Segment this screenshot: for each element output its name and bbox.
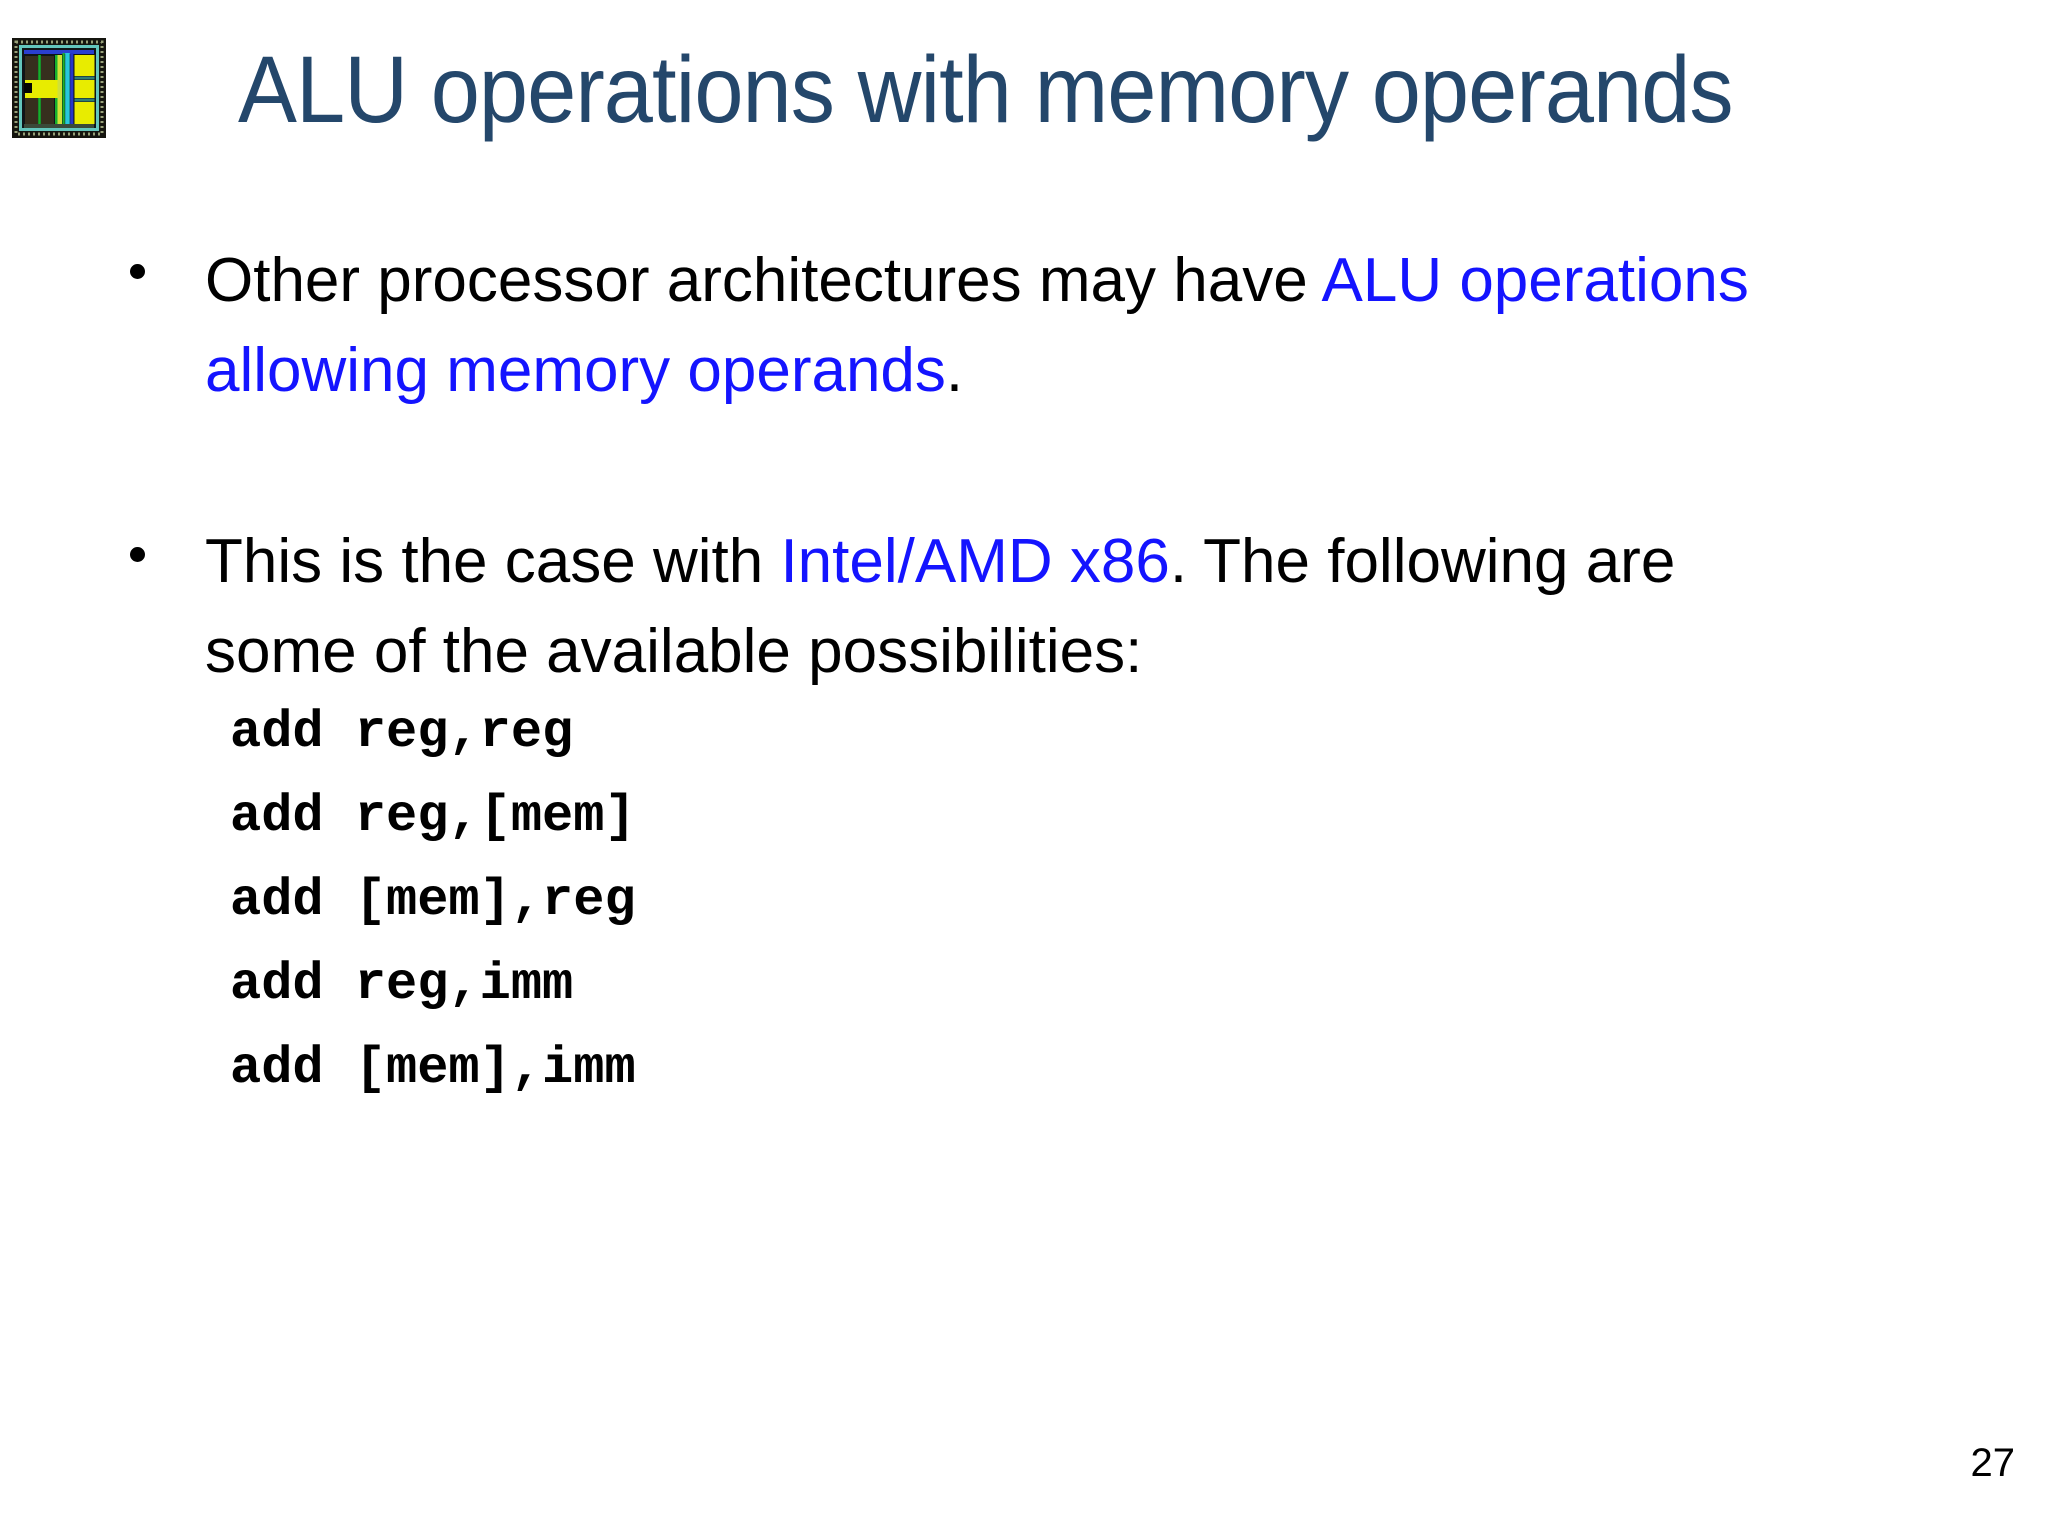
text-line: some of the available possibilities:: [205, 607, 1965, 697]
body-text: some of the available possibilities:: [205, 617, 1143, 686]
body-text: . The following are: [1169, 527, 1676, 596]
bullet-marker: [130, 547, 145, 562]
text-line: allowing memory operands.: [205, 326, 1965, 416]
body-text: Other processor architectures may have: [205, 246, 1322, 315]
code-line: add reg,imm: [230, 955, 574, 1014]
code-line: add [mem],imm: [230, 1039, 636, 1098]
body-text: .: [945, 336, 964, 405]
highlight-text: ALU operations: [1321, 246, 1749, 315]
chip-die-graphic: [12, 38, 106, 138]
chip-die-icon: [12, 38, 106, 138]
text-line: This is the case with Intel/AMD x86. The…: [205, 517, 1965, 607]
text-line: Other processor architectures may have A…: [205, 236, 1965, 326]
code-line: add [mem],reg: [230, 871, 636, 930]
highlight-text: allowing memory operands: [205, 336, 946, 405]
page-number: 27: [1970, 1441, 2016, 1485]
page-title: ALU operations with memory operands: [238, 37, 1734, 143]
bullet-marker: [130, 264, 145, 279]
highlight-text: Intel/AMD x86: [780, 527, 1170, 596]
code-listing: add reg,reg add reg,[mem] add [mem],reg add…: [230, 691, 636, 1111]
bullet-item-other-architectures: Other processor architectures may have A…: [205, 236, 1965, 416]
code-line: add reg,[mem]: [230, 787, 636, 846]
body-text: This is the case with: [205, 527, 781, 596]
code-line: add reg,reg: [230, 703, 574, 762]
bullet-item-intel-amd-x86: This is the case with Intel/AMD x86. The…: [205, 517, 1965, 697]
